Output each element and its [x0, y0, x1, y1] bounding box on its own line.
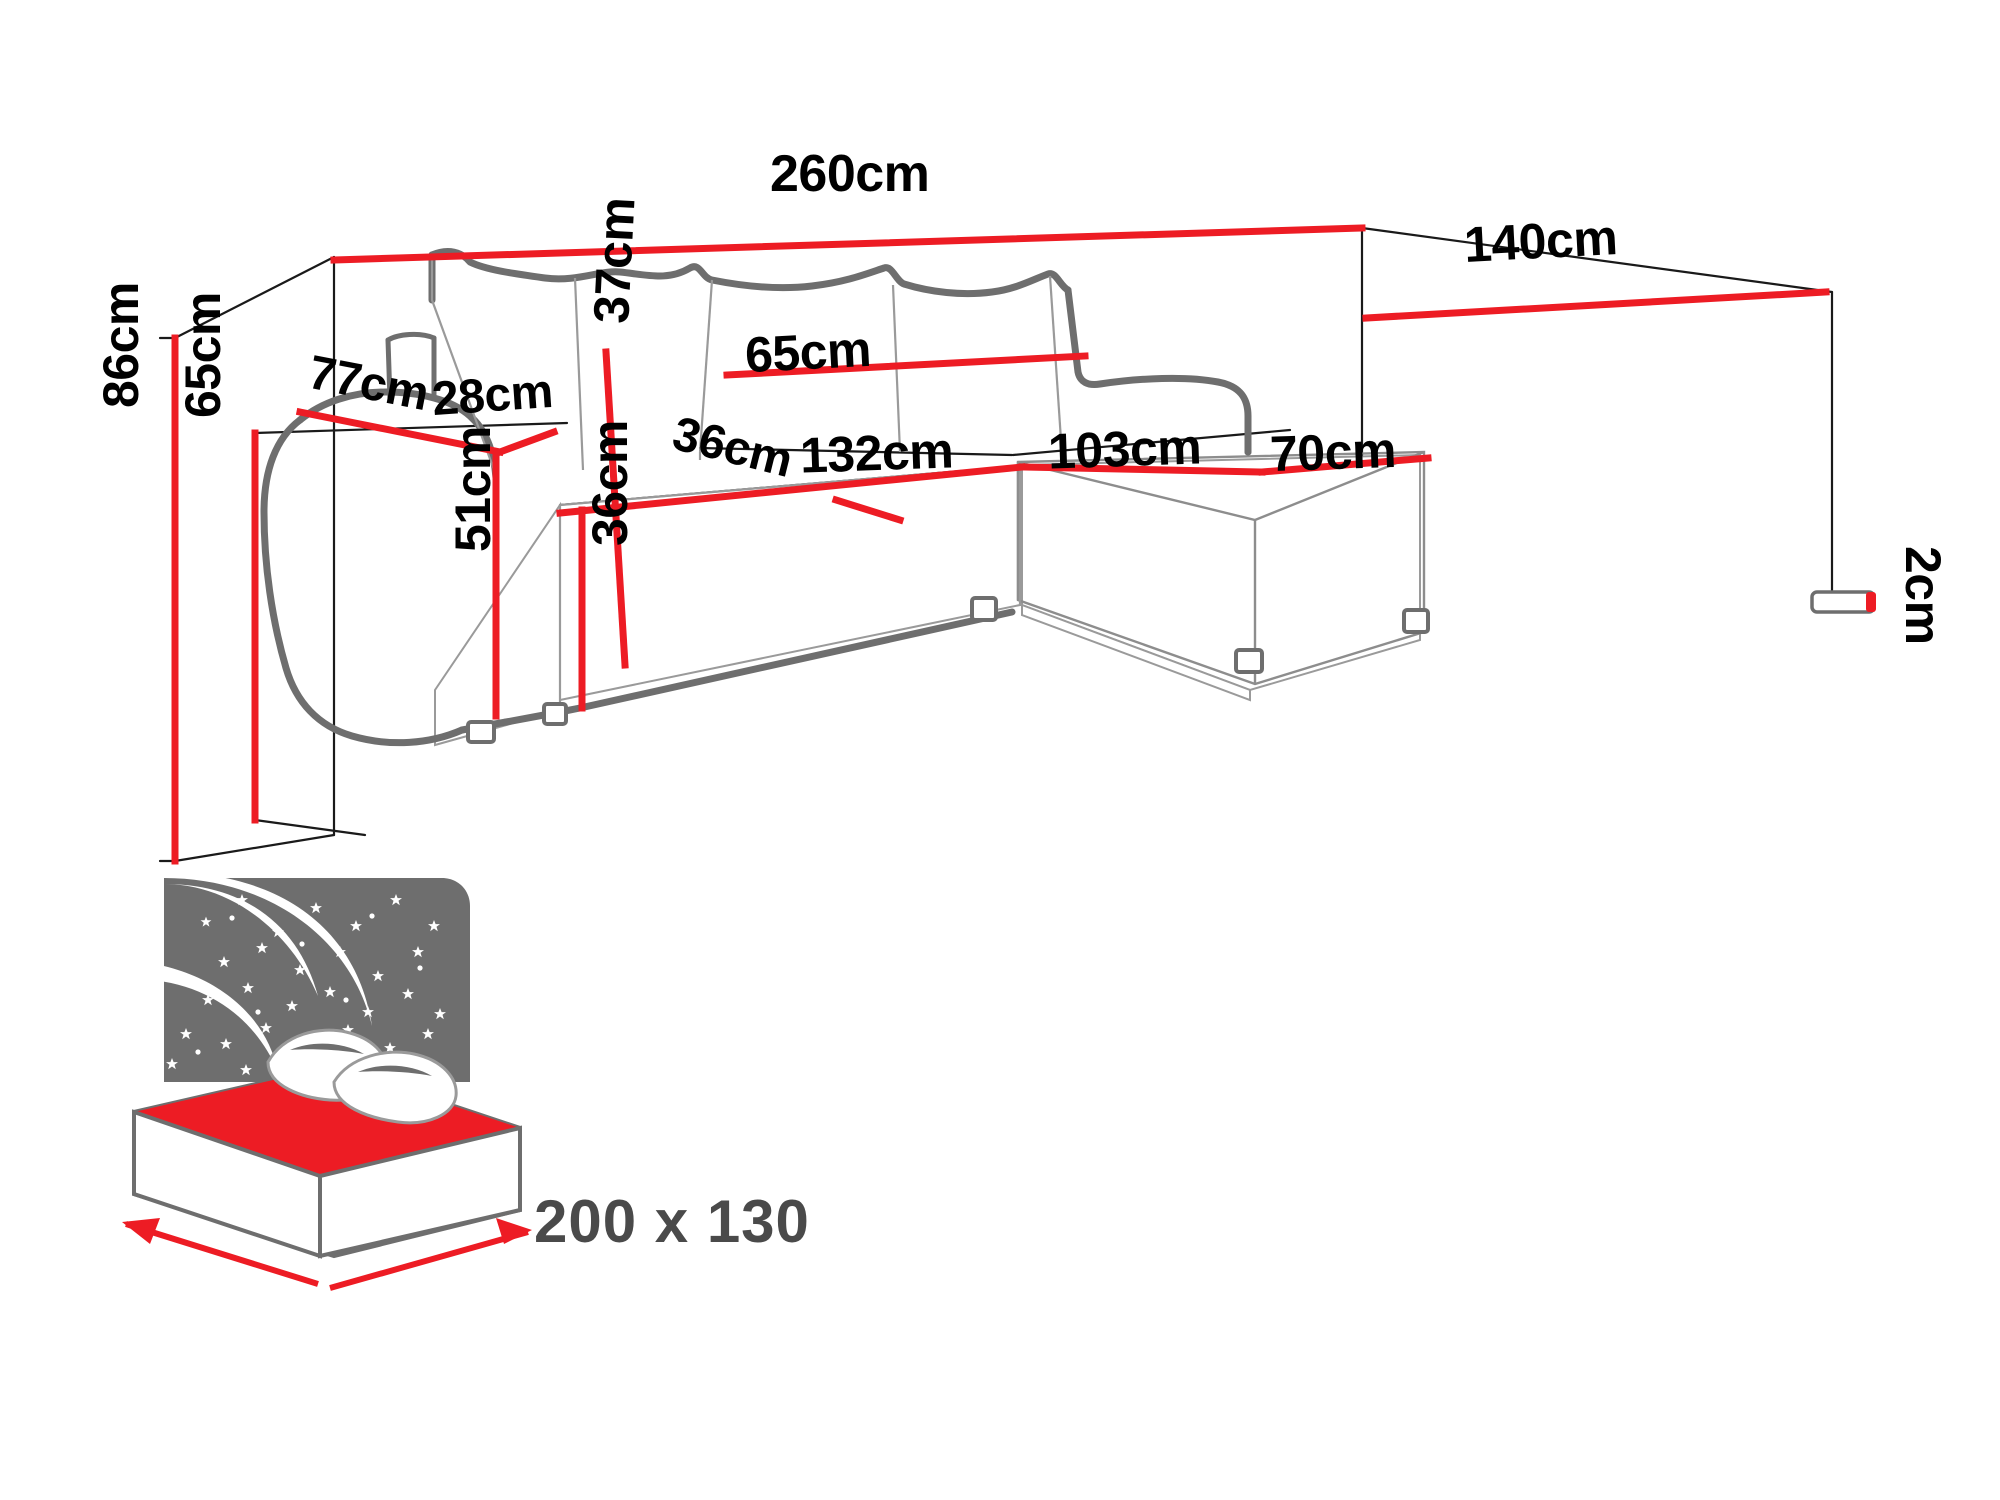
dim-label-armrest-width: 28cm	[430, 364, 555, 427]
dim-label-total-width: 260cm	[770, 145, 930, 203]
dim-label-total-depth: 140cm	[1462, 209, 1619, 273]
dim-label-leg-height: 2cm	[1895, 546, 1951, 645]
leg-callout-shape	[1810, 590, 1876, 614]
dim-label-cushion-width: 65cm	[743, 320, 873, 384]
bed-icon-group	[112, 872, 532, 1291]
dim-label-corner-width: 103cm	[1047, 418, 1203, 480]
sofa-legs	[466, 596, 1430, 744]
dimension-lines	[171, 224, 1830, 865]
dim-label-armrest-height: 51cm	[445, 426, 501, 552]
dim-label-backrest-height: 65cm	[175, 292, 231, 418]
dim-label-cushion-height: 37cm	[583, 196, 646, 325]
dim-label-chaise-depth: 70cm	[1269, 421, 1397, 483]
dim-label-seat-width: 132cm	[799, 422, 955, 484]
dim-label-seat-height: 36cm	[582, 420, 638, 546]
dim-label-total-height: 86cm	[93, 282, 149, 408]
sleeping-area-label: 200 x 130	[534, 1188, 810, 1255]
